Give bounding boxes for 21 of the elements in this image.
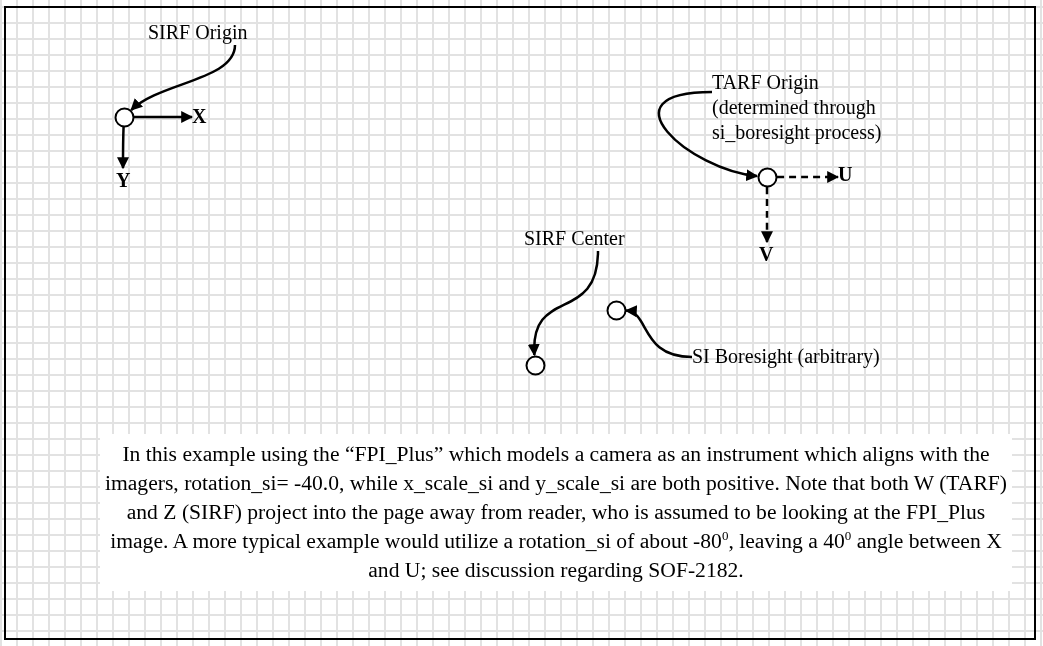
point-marker [524, 354, 546, 376]
arrow [624, 307, 693, 359]
arrow [134, 111, 194, 123]
callout-text: TARF Origin (determined through si_boresight process) [712, 70, 904, 145]
arrow [130, 44, 237, 111]
callout-text: SI Boresight (arbitrary) [692, 344, 880, 369]
arrow [117, 126, 129, 170]
arrow [777, 171, 840, 183]
point-marker [113, 106, 135, 128]
arrow [658, 90, 759, 181]
arrow [761, 187, 773, 244]
axis-label: V [759, 242, 774, 267]
axis-label: Y [116, 168, 131, 193]
callout-text: SIRF Origin [148, 20, 248, 45]
arrow [528, 250, 600, 357]
note-text: In this example using the “FPI_Plus” which models a camera as an instrument which aligns with the imagers, rotation_si= -40.0, while x_scale_si and y_scale_si are both positive. Note that both W (TARF) and Z (SIRF) project into the page away from reader, who is assumed to be looking at the FPI_Plus image. A more typical example would utilize a rotation_si of about -80$^{0}$, leaving a 40$^{0}$ angle between X and U; see discussion regarding SOF-2182. [100, 434, 1012, 591]
point-marker [605, 299, 627, 321]
axis-label: X [192, 104, 207, 129]
axis-label: U [838, 162, 853, 187]
callout-text: SIRF Center [524, 226, 625, 251]
point-marker [756, 166, 778, 188]
